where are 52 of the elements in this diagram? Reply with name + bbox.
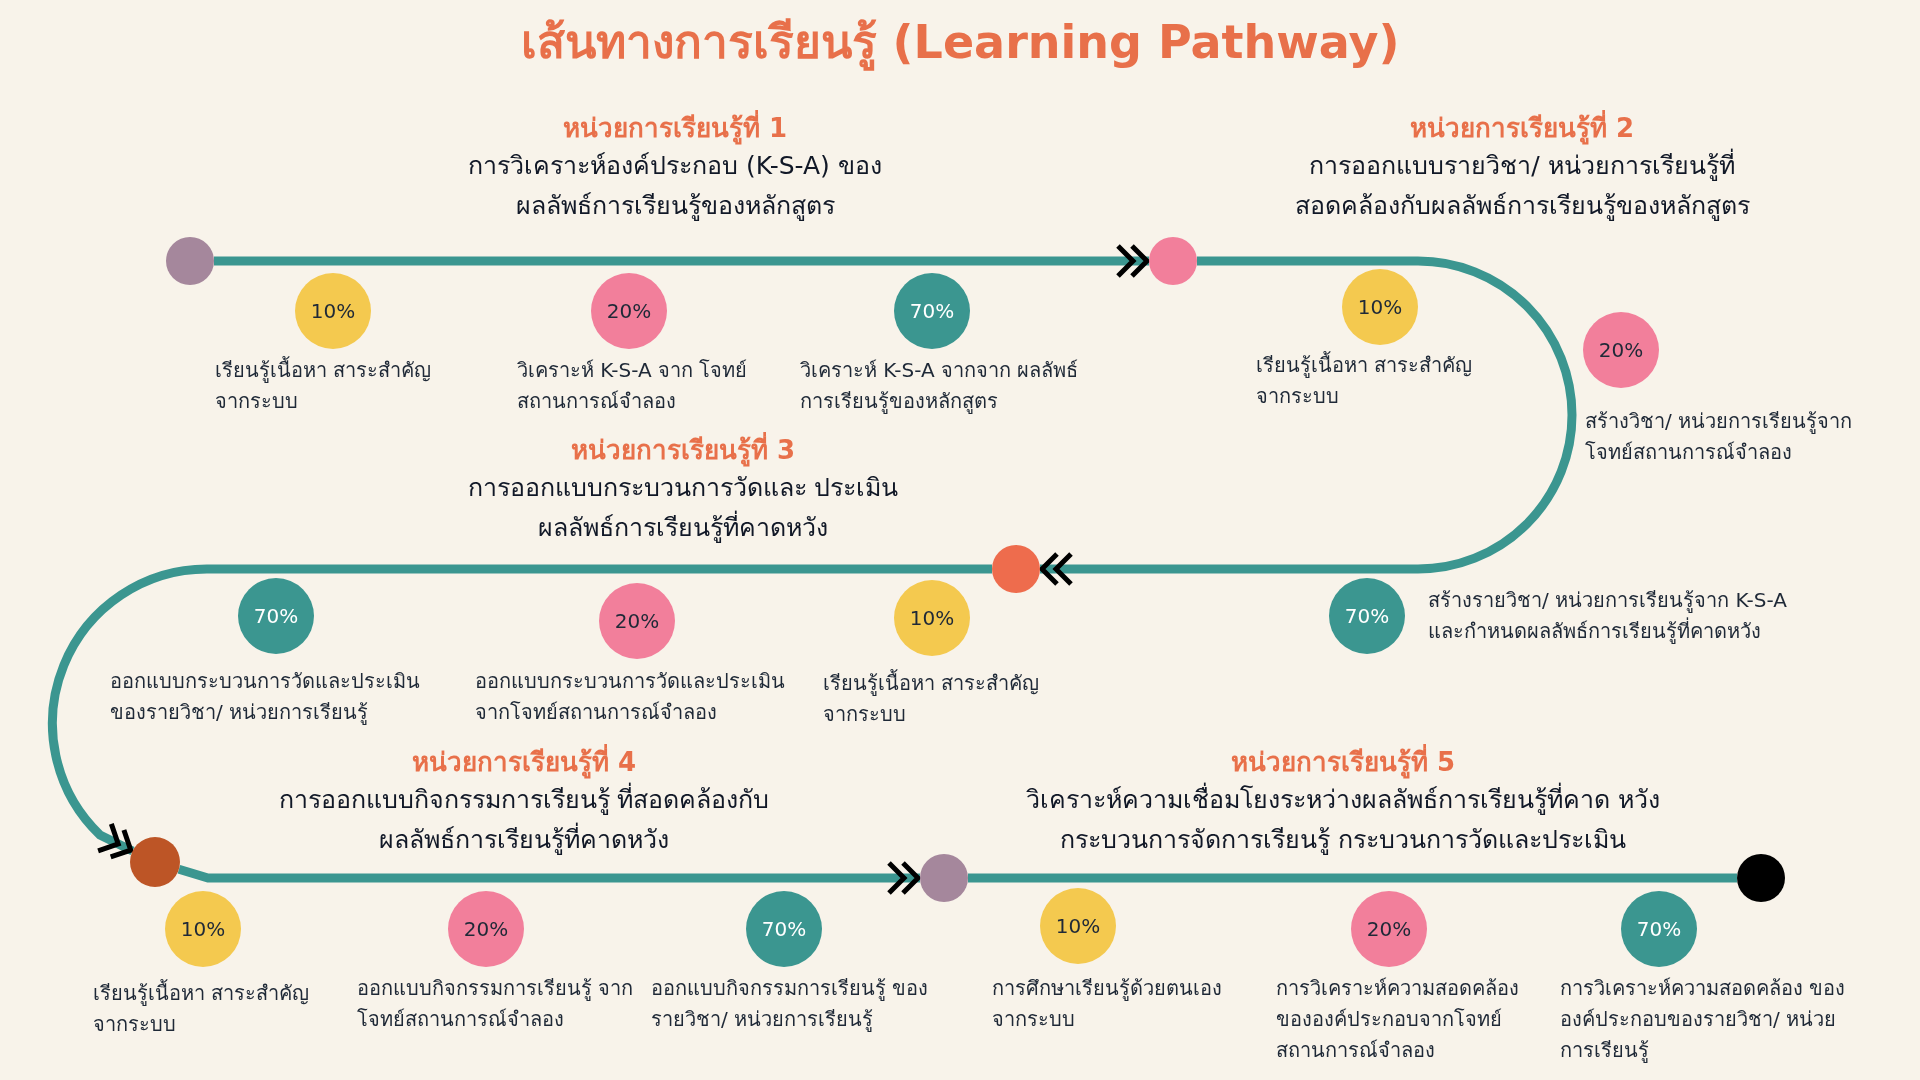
unit-heading: หน่วยการเรียนรู้ที่ 3	[570, 432, 796, 468]
percentage-circle: 70%	[1329, 578, 1405, 654]
percentage-circle: 10%	[295, 273, 371, 349]
step-description: เรียนรู้เนื้อหา สาระสำคัญ จากระบบ	[823, 668, 1041, 728]
percentage-circle: 10%	[1342, 269, 1418, 345]
percentage-circle: 20%	[591, 273, 667, 349]
step-description: ออกแบบกระบวนการวัดและประเมิน จากโจทย์สถานการณ์จำลอง	[475, 668, 786, 726]
unit-heading: หน่วยการเรียนรู้ที่ 5	[1230, 744, 1456, 780]
step-description: วิเคราะห์ K-S-A จากจาก ผลลัพธ์การเรียนรู้ของหลักสูตร	[800, 357, 1080, 416]
step-description: การวิเคราะห์ความสอดคล้อง ขององค์ประกอบของรายวิชา/ หน่วยการเรียนรู้	[1560, 975, 1847, 1065]
path-line	[177, 860, 921, 896]
unit-heading: หน่วยการเรียนรู้ที่ 2	[1409, 110, 1635, 146]
path-line	[1039, 256, 1577, 587]
milestone-dot	[992, 545, 1040, 593]
milestone-dot	[166, 237, 214, 285]
path-line	[48, 564, 992, 860]
milestone-dot	[1737, 854, 1785, 902]
step-description: การวิเคราะห์ความสอดคล้อง ขององค์ประกอบจากโจทย์ สถานการณ์จำลอง	[1276, 975, 1520, 1064]
percentage-circle: 10%	[165, 891, 241, 967]
percentage-circle: 20%	[599, 583, 675, 659]
step-description: ออกแบบกิจกรรมการเรียนรู้ ของรายวิชา/ หน่วยการเรียนรู้	[651, 975, 930, 1034]
step-description: วิเคราะห์ K-S-A จาก โจทย์สถานการณ์จำลอง	[517, 357, 749, 415]
milestone-dot	[1149, 237, 1197, 285]
step-description: เรียนรู้เนื้อหา สาระสำคัญ จากระบบ	[93, 978, 311, 1038]
step-description: ออกแบบกิจกรรมการเรียนรู้ จากโจทย์สถานการณ์จำลอง	[357, 975, 635, 1033]
percentage-circle: 10%	[1040, 888, 1116, 964]
unit-heading: หน่วยการเรียนรู้ที่ 4	[411, 744, 637, 780]
percentage-circle: 70%	[746, 891, 822, 967]
percentage-circle: 70%	[1621, 891, 1697, 967]
unit-heading: หน่วยการเรียนรู้ที่ 1	[562, 110, 788, 146]
step-description: ออกแบบกระบวนการวัดและประเมิน ของรายวิชา/ หน่วยการเรียนรู้	[110, 668, 421, 727]
unit-description: การวิเคราะห์องค์ประกอบ (K-S-A) ของผลลัพธ์การเรียนรู้ของหลักสูตร	[467, 150, 883, 223]
percentage-circle: 20%	[1351, 891, 1427, 967]
milestone-dot	[130, 837, 180, 887]
percentage-circle: 10%	[894, 580, 970, 656]
unit-description: การออกแบบกระบวนการวัดและ ประเมินผลลัพธ์การเรียนรู้ที่คาดหวัง	[466, 472, 900, 545]
percentage-circle: 70%	[238, 578, 314, 654]
percentage-circle: 70%	[894, 273, 970, 349]
step-description: สร้างรายวิชา/ หน่วยการเรียนรู้จาก K-S-A และกำหนดผลลัพธ์การเรียนรู้ที่คาดหวัง	[1428, 587, 1788, 646]
step-description: การศึกษาเรียนรู้ด้วยตนเอง จากระบบ	[992, 975, 1223, 1033]
path-line	[214, 243, 1150, 279]
unit-description: การออกแบบกิจกรรมการเรียนรู้ ที่สอดคล้องกับผลลัพธ์การเรียนรู้ที่คาดหวัง	[264, 780, 784, 860]
path-line	[968, 873, 1737, 883]
percentage-circle: 20%	[448, 891, 524, 967]
step-description: เรียนรู้เนื้อหา สาระสำคัญ จากระบบ	[1256, 350, 1474, 410]
milestone-dot	[920, 854, 968, 902]
step-description: เรียนรู้เนื้อหา สาระสำคัญ จากระบบ	[215, 355, 433, 415]
unit-description: วิเคราะห์ความเชื่อมโยงระหว่างผลลัพธ์การเรียนรู้ที่คาด หวัง กระบวนการจัดการเรียนรู้ กระบวนการวัดและประเมิน	[1003, 780, 1683, 860]
step-description: สร้างวิชา/ หน่วยการเรียนรู้จาก โจทย์สถานการณ์จำลอง	[1585, 408, 1854, 466]
unit-description: การออกแบบรายวิชา/ หน่วยการเรียนรู้ที่ สอดคล้องกับผลลัพธ์การเรียนรู้ของหลักสูตร	[1262, 146, 1782, 226]
page-title: เส้นทางการเรียนรู้ (Learning Pathway)	[520, 14, 1400, 73]
percentage-circle: 20%	[1583, 312, 1659, 388]
